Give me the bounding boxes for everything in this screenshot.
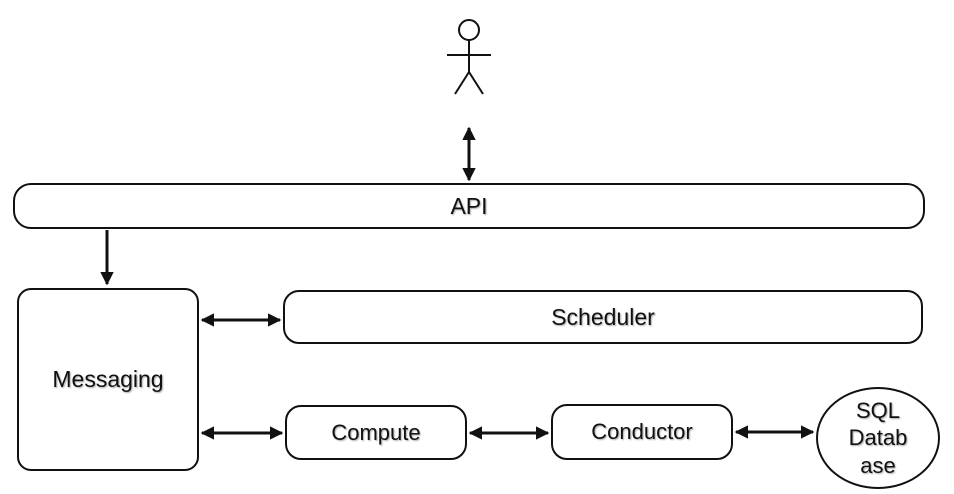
sql-database-label-line-3: ase	[860, 452, 896, 478]
scheduler-label: Scheduler	[551, 303, 655, 330]
sql-database-label-line-1: SQL	[855, 397, 901, 423]
sql-database-label-line-2: Datab	[848, 425, 908, 451]
sql-database-label: SQL Datab ase	[849, 397, 908, 480]
messaging-label: Messaging	[52, 366, 164, 392]
scheduler-box: Scheduler	[283, 290, 923, 344]
api-label: API	[450, 192, 488, 219]
messaging-box: Messaging	[17, 288, 199, 471]
user-icon	[447, 19, 491, 95]
api-bar: API	[13, 183, 925, 229]
compute-box: Compute	[285, 405, 467, 460]
conductor-label: Conductor	[591, 419, 693, 444]
compute-label: Compute	[331, 419, 421, 445]
sql-database-node: SQL Datab ase	[816, 387, 940, 489]
conductor-box: Conductor	[551, 404, 733, 460]
